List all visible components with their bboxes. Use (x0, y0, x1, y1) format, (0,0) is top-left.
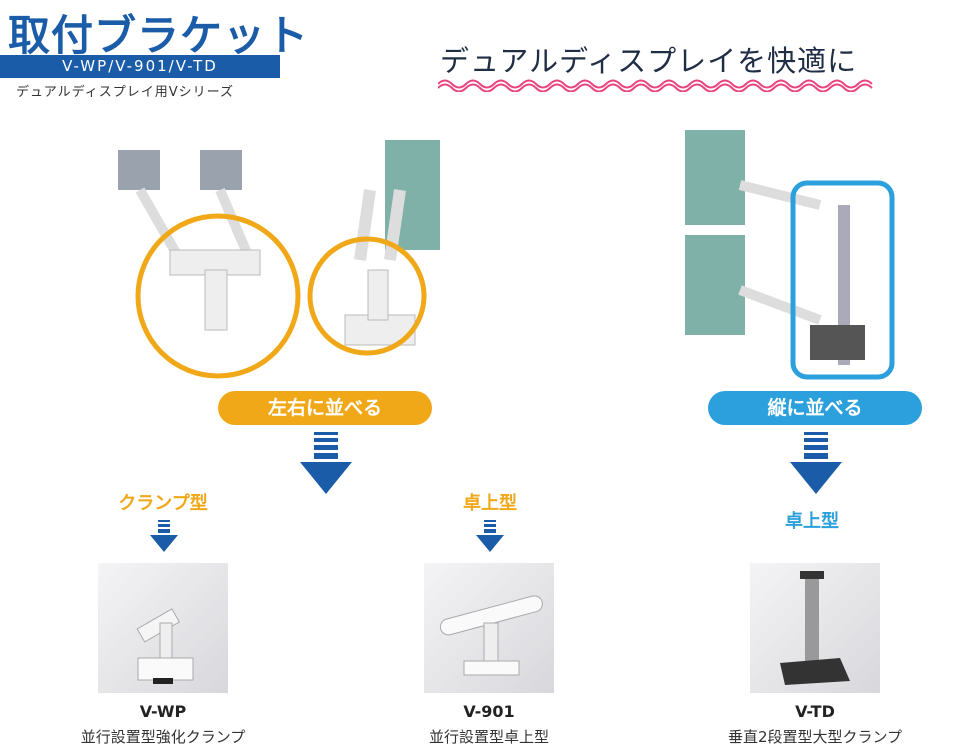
small-down-arrow-icon (150, 520, 178, 552)
clamp-type-label: クランプ型 (118, 493, 208, 514)
product-desc: 垂直2段置型大型クランプ (727, 728, 903, 746)
vertical-pill: 縦に並べる (708, 391, 922, 425)
wavy-underline (438, 79, 873, 92)
product-name: V-WP (139, 702, 187, 721)
small-down-arrow-icon (476, 520, 504, 552)
product-name: V-901 (463, 702, 515, 721)
product-photo-v-901 (424, 563, 554, 693)
desk-type-label-vertical: 卓上型 (785, 511, 839, 532)
desk-type-label: 卓上型 (463, 493, 517, 514)
side-by-side-photo (118, 140, 440, 379)
product-name: V-TD (795, 702, 835, 721)
product-photo-v-wp (98, 563, 228, 693)
vertical-photo (685, 130, 895, 380)
product-desc: 並行設置型強化クランプ (80, 728, 246, 746)
series-subtitle: デュアルディスプレイ用Vシリーズ (16, 85, 234, 100)
down-arrow-icon (790, 432, 842, 494)
model-bar: V-WP/V-901/V-TD (0, 55, 280, 78)
down-arrow-icon (300, 432, 352, 494)
side-by-side-pill: 左右に並べる (218, 391, 432, 425)
product-photo-v-td (750, 563, 880, 693)
headline: デュアルディスプレイを快適に (440, 44, 858, 78)
product-desc: 並行設置型卓上型 (428, 728, 549, 746)
page-title: 取付ブラケット (8, 11, 310, 60)
